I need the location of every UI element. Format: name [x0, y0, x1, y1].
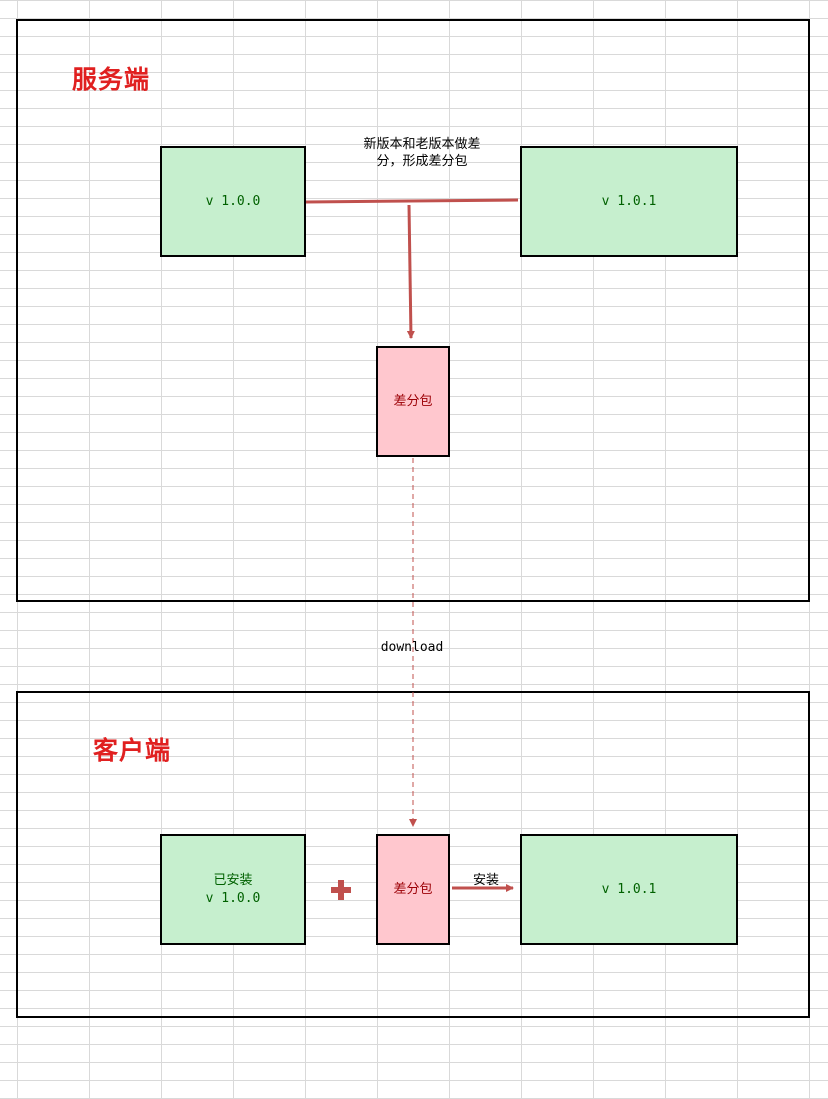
installed-version-box: 已安装 v 1.0.0 [160, 834, 306, 945]
server-panel [16, 19, 810, 602]
install-label: 安装 [472, 873, 499, 888]
server-title: 服务端 [72, 65, 151, 94]
result-version-label: v 1.0.1 [601, 881, 657, 897]
server-diff-package-label: 差分包 [393, 393, 433, 409]
diff-down-arrow [406, 204, 415, 339]
old-version-label: v 1.0.0 [205, 193, 261, 209]
download-label: download [380, 640, 444, 655]
old-version-box: v 1.0.0 [160, 146, 306, 257]
new-version-label: v 1.0.1 [601, 193, 657, 209]
installed-label: 已安装 [213, 872, 253, 888]
client-diff-package-box: 差分包 [376, 834, 450, 945]
diff-note: 新版本和老版本做差分，形成差分包 [363, 137, 481, 169]
installed-version-label: v 1.0.0 [205, 890, 261, 906]
client-title: 客户端 [93, 736, 172, 765]
client-diff-package-label: 差分包 [393, 881, 433, 897]
result-version-box: v 1.0.1 [520, 834, 738, 945]
server-diff-package-box: 差分包 [376, 346, 450, 457]
new-version-box: v 1.0.1 [520, 146, 738, 257]
diff-connector [305, 198, 519, 204]
plus-icon [331, 880, 351, 900]
